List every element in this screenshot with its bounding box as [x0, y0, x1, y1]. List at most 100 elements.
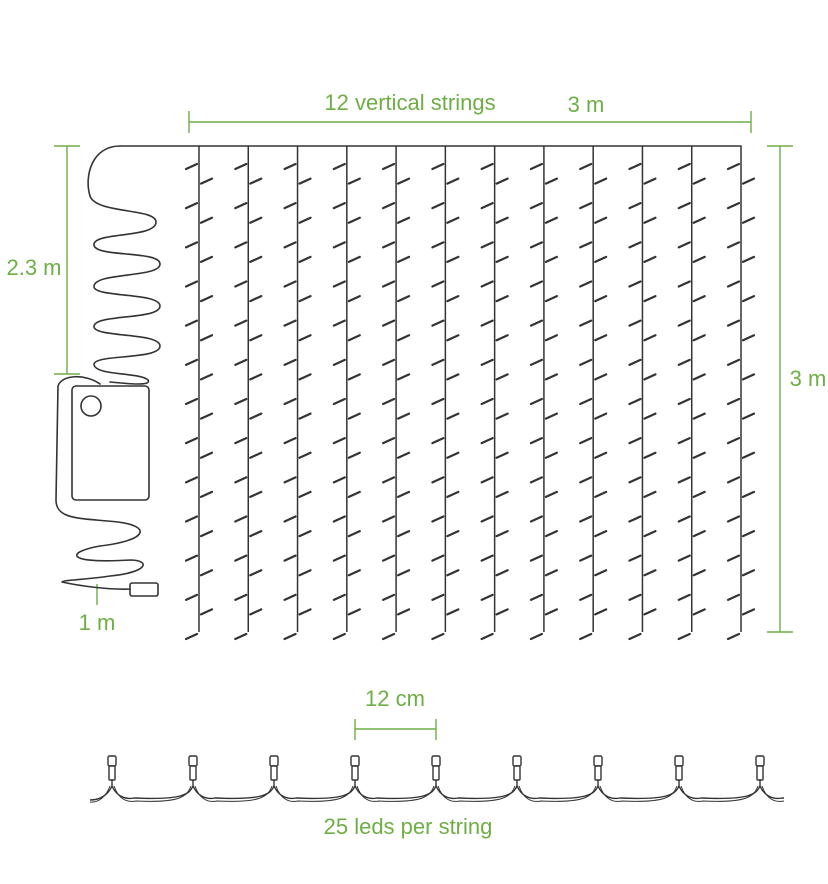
led-bulb [529, 593, 544, 601]
led-bulb [628, 280, 642, 288]
led-bulb [184, 280, 199, 288]
led-bulb [381, 280, 396, 288]
dimension-lines [54, 111, 793, 740]
led-bulb [249, 216, 263, 224]
led-bulb [677, 241, 691, 249]
led-bulb [184, 241, 199, 249]
detail-led-body [594, 765, 602, 781]
led-bulb [446, 490, 460, 499]
led-bulb [234, 437, 248, 445]
led-bulb [628, 241, 642, 249]
led-bulb [628, 632, 642, 641]
led-bulb [529, 397, 544, 406]
led-bulb [431, 280, 445, 288]
led-bulb [643, 569, 657, 577]
led-bulb [594, 294, 608, 303]
led-bulb [446, 569, 460, 577]
led-bulb [692, 608, 706, 616]
led-bulb [298, 334, 312, 342]
led-bulb [199, 216, 214, 224]
led-bulb [446, 412, 460, 420]
led-bulb [628, 162, 642, 171]
led-bulb [480, 280, 494, 288]
led-bulb [332, 515, 346, 523]
led-bulb [480, 476, 494, 484]
led-bulb [544, 334, 559, 342]
led-bulb [579, 476, 593, 484]
detail-led-body [108, 765, 116, 781]
led-bulb [347, 569, 361, 577]
led-bulb [184, 632, 199, 641]
led-bulb [741, 255, 756, 264]
led-bulb [347, 608, 361, 616]
led-bulb [480, 241, 494, 249]
led-bulb [692, 412, 706, 420]
led-bulb [529, 162, 544, 171]
led-bulb [692, 373, 706, 381]
led-bulb [396, 490, 411, 499]
led-bulb [431, 515, 445, 523]
led-bulb [544, 569, 559, 577]
led-bulb [446, 216, 460, 224]
led-bulb [643, 373, 657, 381]
led-bulb [726, 162, 741, 171]
led-bulb [495, 177, 509, 185]
led-bulb [431, 397, 445, 406]
led-bulb [283, 632, 297, 641]
led-bulb [184, 202, 199, 210]
led-bulb [495, 373, 509, 381]
led-bulb [249, 373, 263, 381]
led-bulb [381, 241, 396, 249]
led-bulb [431, 593, 445, 601]
led-bulb [579, 358, 593, 366]
led-bulb [347, 294, 361, 303]
led-bulb [234, 202, 248, 210]
led-bulb [249, 569, 263, 577]
led-bulb [431, 319, 445, 327]
led-bulb [677, 202, 691, 210]
led-bulb [283, 280, 297, 288]
led-bulb [643, 451, 657, 459]
led-bulb [529, 437, 544, 445]
led-bulb [332, 554, 346, 562]
vertical-strings [184, 146, 756, 641]
led-bulb [283, 593, 297, 601]
led-bulb [480, 593, 494, 601]
led-bulb [199, 569, 214, 577]
led-bulb [381, 593, 396, 601]
led-bulb [741, 177, 756, 185]
detail-led-body [189, 765, 197, 781]
led-bulb [677, 397, 691, 406]
led-bulb [347, 255, 361, 264]
led-bulb [332, 397, 346, 406]
cable-length-label: 1 m [79, 610, 116, 635]
led-bulb [480, 437, 494, 445]
led-bulb [692, 334, 706, 342]
led-bulb [480, 358, 494, 366]
lead-coil-wire [87, 145, 161, 385]
led-bulb [480, 319, 494, 327]
strings-count-label: 12 vertical strings [324, 90, 495, 115]
led-bulb [347, 216, 361, 224]
detail-led-cap [512, 755, 522, 767]
led-bulb [480, 632, 494, 641]
led-bulb [381, 554, 396, 562]
led-bulb [199, 451, 214, 459]
led-bulb [529, 202, 544, 210]
led-bulb [298, 255, 312, 264]
detail-led-cap [431, 755, 441, 767]
led-bulb [677, 280, 691, 288]
led-bulb [446, 177, 460, 185]
width-label: 3 m [568, 92, 605, 117]
led-bulb [199, 334, 214, 342]
led-bulb [529, 241, 544, 249]
led-bulb [332, 358, 346, 366]
led-bulb [234, 476, 248, 484]
led-bulb [381, 162, 396, 171]
led-bulb [579, 593, 593, 601]
led-bulb [529, 319, 544, 327]
led-bulb [529, 476, 544, 484]
led-bulb [332, 437, 346, 445]
led-bulb [544, 177, 559, 185]
detail-led-body [513, 765, 521, 781]
